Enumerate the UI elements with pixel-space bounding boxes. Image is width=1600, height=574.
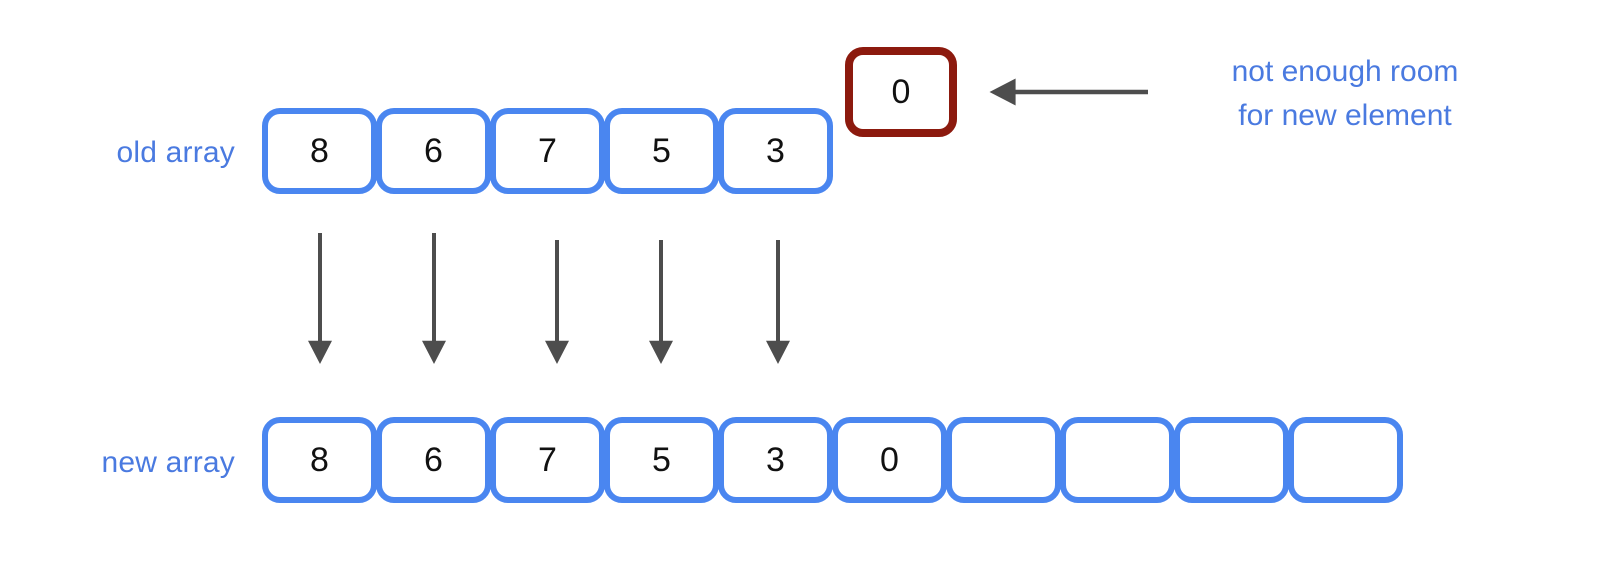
new-array-cell-0: 8 xyxy=(262,417,377,503)
cell-value: 6 xyxy=(424,441,443,479)
old-array-cell-4: 3 xyxy=(718,108,833,194)
cell-value: 3 xyxy=(766,132,785,170)
old-array-label: old array xyxy=(116,136,235,169)
new-array-cell-1: 6 xyxy=(376,417,491,503)
new-array-label: new array xyxy=(101,446,235,479)
new-array-cell-6 xyxy=(946,417,1061,503)
cell-value: 5 xyxy=(652,441,671,479)
cell-value: 0 xyxy=(880,441,899,479)
cell-value: 8 xyxy=(310,441,329,479)
annotation-line-2: for new element xyxy=(1238,98,1452,132)
new-array-cell-2: 7 xyxy=(490,417,605,503)
cell-value: 7 xyxy=(538,132,557,170)
cell-value: 5 xyxy=(652,132,671,170)
annotation-line-1: not enough room xyxy=(1231,55,1459,88)
cell-value: 3 xyxy=(766,441,785,479)
new-array-cell-8 xyxy=(1174,417,1289,503)
overflow-new-element-cell: 0 xyxy=(845,47,957,137)
cell-value: 7 xyxy=(538,441,557,479)
old-array-cell-1: 6 xyxy=(376,108,491,194)
new-array-cell-4: 3 xyxy=(718,417,833,503)
cell-value: 6 xyxy=(424,132,443,170)
old-array-cell-3: 5 xyxy=(604,108,719,194)
new-array-cell-7 xyxy=(1060,417,1175,503)
new-array-row: 8 6 7 5 3 0 xyxy=(262,417,1403,503)
old-array-row: 8 6 7 5 3 xyxy=(262,108,833,194)
old-array-cell-2: 7 xyxy=(490,108,605,194)
overflow-cell-value: 0 xyxy=(891,72,911,111)
new-array-cell-3: 5 xyxy=(604,417,719,503)
old-array-cell-0: 8 xyxy=(262,108,377,194)
new-array-cell-5: 0 xyxy=(832,417,947,503)
new-array-cell-9 xyxy=(1288,417,1403,503)
annotation-not-enough-room: not enough room for new element xyxy=(1185,50,1505,137)
cell-value: 8 xyxy=(310,132,329,170)
